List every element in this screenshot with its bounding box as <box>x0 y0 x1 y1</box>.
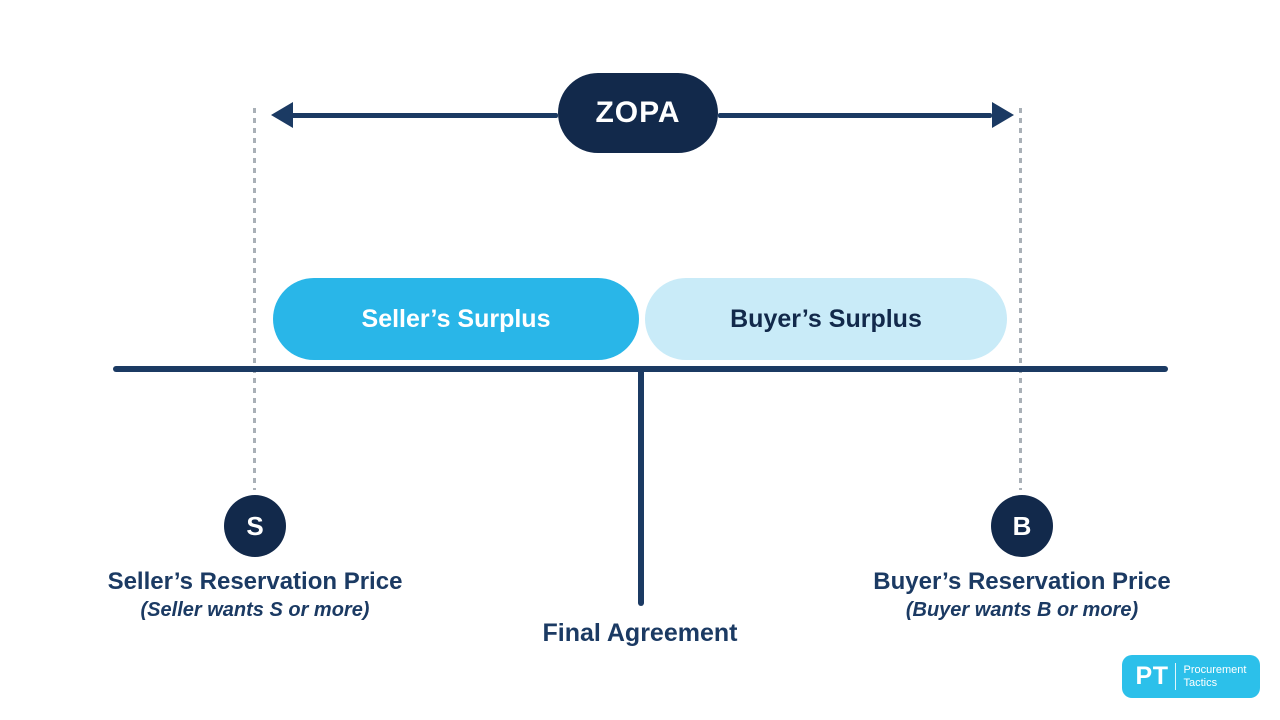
seller-marker-circle: S <box>224 495 286 557</box>
final-agreement-label: Final Agreement <box>542 619 738 647</box>
buyer-marker-letter: B <box>1012 510 1032 541</box>
seller-surplus-label: Seller’s Surplus <box>361 304 551 333</box>
logo-wordmark: Procurement Tactics <box>1183 664 1246 689</box>
buyer-reservation-subtitle: (Buyer wants B or more) <box>905 599 1139 621</box>
left-arrow-shaft <box>290 113 558 118</box>
seller-reservation-title: Seller’s Reservation Price <box>107 568 403 595</box>
buyer-surplus-label: Buyer’s Surplus <box>730 304 922 333</box>
final-agreement-line <box>638 368 644 606</box>
buyer-marker-circle: B <box>991 495 1053 557</box>
seller-reservation-subtitle: (Seller wants S or more) <box>140 599 370 621</box>
left-arrowhead-icon <box>271 102 293 128</box>
buyer-reservation-title: Buyer’s Reservation Price <box>873 568 1171 595</box>
seller-surplus-pill: Seller’s Surplus <box>273 278 639 360</box>
logo-word-line2: Tactics <box>1183 676 1218 689</box>
zopa-label: ZOPA <box>595 96 681 129</box>
zopa-pill: ZOPA <box>558 73 718 153</box>
right-arrowhead-icon <box>992 102 1014 128</box>
logo-divider <box>1175 663 1177 690</box>
buyer-reservation-dotted-line <box>1019 108 1022 490</box>
seller-marker-letter: S <box>246 510 264 541</box>
procurement-tactics-logo: PT Procurement Tactics <box>1122 655 1260 698</box>
logo-initials: PT <box>1135 662 1169 690</box>
logo-word-line1: Procurement <box>1183 663 1247 676</box>
buyer-surplus-pill: Buyer’s Surplus <box>645 278 1007 360</box>
right-arrow-shaft <box>718 113 992 118</box>
seller-reservation-dotted-line <box>253 108 256 490</box>
